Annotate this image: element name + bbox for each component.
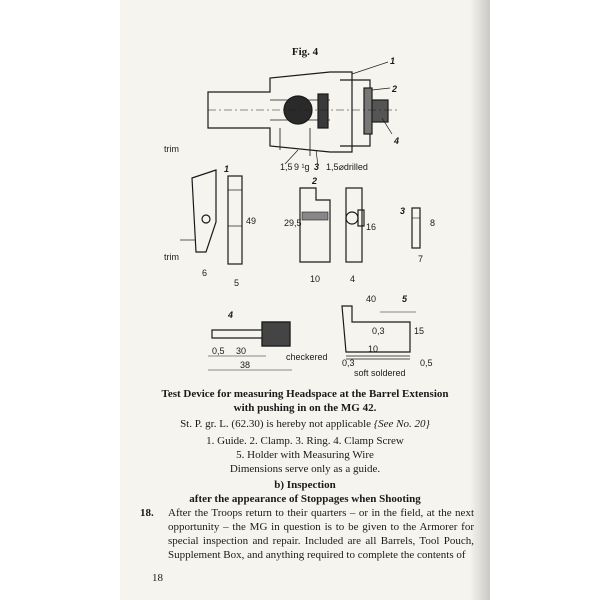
page-number: 18 <box>152 572 163 584</box>
page-gutter-shadow <box>470 0 490 600</box>
label-dim-15b: 15 <box>414 326 424 336</box>
label-dim-49: 49 <box>246 216 256 226</box>
label-dim-6: 6 <box>202 268 207 278</box>
label-dim-03b: 0,3 <box>342 358 355 368</box>
label-dim-29-5: 29,5 <box>284 218 302 228</box>
part-number-2: 2 <box>391 84 397 94</box>
label-dim-10b: 10 <box>368 344 378 354</box>
label-drilled: 1,5⌀drilled <box>326 162 368 172</box>
part-number-2-detail: 2 <box>311 176 317 186</box>
label-soft-soldered: soft soldered <box>354 368 406 378</box>
label-dim-8: 8 <box>430 218 435 228</box>
section-heading-1: b) Inspection <box>274 479 336 491</box>
label-dim-16: 16 <box>366 222 376 232</box>
section-heading: b) Inspection after the appearance of St… <box>120 478 490 506</box>
label-trim-bottom: trim <box>164 252 179 262</box>
label-dim-5a: 5 <box>234 278 239 288</box>
caption-ref-italic: {See No. 20} <box>373 418 430 430</box>
label-dim-15: 1,5 <box>280 162 293 172</box>
label-dim-9g: 9 ¹g <box>294 162 310 172</box>
book-page: Fig. 4 <box>120 0 490 600</box>
label-trim-top: trim <box>164 144 179 154</box>
caption-parts-line-3: Dimensions serve only as a guide. <box>229 463 381 475</box>
caption-parts-line-2: 5. Holder with Measuring Wire <box>236 449 374 461</box>
label-dim-7: 7 <box>418 254 423 264</box>
figure-caption-title: Test Device for measuring Headspace at t… <box>120 387 490 415</box>
figure-title: Fig. 4 <box>291 46 319 58</box>
caption-title-line-1: Test Device for measuring Headspace at t… <box>161 388 449 400</box>
label-dim-10: 10 <box>310 274 320 284</box>
label-checkered: checkered <box>286 352 328 362</box>
part-number-1-detail: 1 <box>224 164 229 174</box>
label-dim-4: 4 <box>350 274 355 284</box>
label-dim-30: 30 <box>236 346 246 356</box>
technical-drawing: 1 2 4 1,5 9 ¹g 3 1,5⌀drilled trim trim 1… <box>164 56 435 378</box>
label-dim-38: 38 <box>240 360 250 370</box>
label-dim-05: 0,5 <box>420 358 433 368</box>
section-heading-2: after the appearance of Stoppages when S… <box>189 493 421 505</box>
paragraph-number: 18. <box>140 507 154 519</box>
caption-ref-main: St. P. gr. L. (62.30) is hereby not appl… <box>180 418 374 430</box>
label-dim-05b: 0,5 <box>212 346 225 356</box>
part-number-4-detail: 4 <box>227 310 233 320</box>
paragraph-text: After the Troops return to their quarter… <box>168 507 474 561</box>
caption-title-line-2: with pushing in on the MG 42. <box>233 402 377 414</box>
caption-parts-line-1: 1. Guide. 2. Clamp. 3. Ring. 4. Clamp Sc… <box>206 435 404 447</box>
part-number-3-detail: 3 <box>400 206 405 216</box>
part-number-4: 4 <box>393 136 399 146</box>
part-number-5-detail: 5 <box>402 294 408 304</box>
caption-parts-list: 1. Guide. 2. Clamp. 3. Ring. 4. Clamp Sc… <box>120 434 490 476</box>
part-number-3-top: 3 <box>314 162 319 172</box>
label-dim-40: 40 <box>366 294 376 304</box>
part-number-1: 1 <box>390 56 395 66</box>
label-dim-03: 0,3 <box>372 326 385 336</box>
caption-reference: St. P. gr. L. (62.30) is hereby not appl… <box>120 417 490 431</box>
